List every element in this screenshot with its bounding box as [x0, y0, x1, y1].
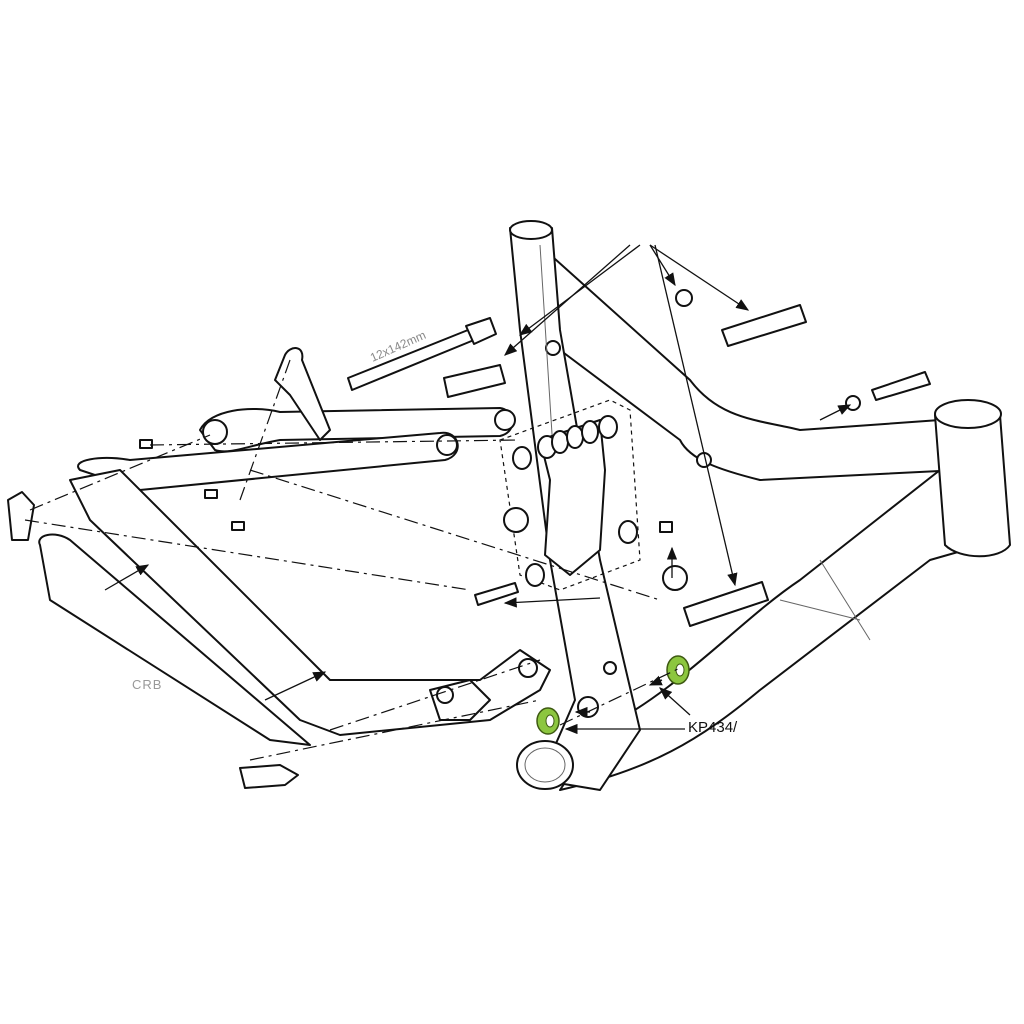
dropout-guard [239, 764, 299, 789]
rear-triangle [7, 347, 551, 789]
small-bolt [474, 582, 519, 606]
shock-bolt-lower [683, 581, 769, 627]
head-tube-top [934, 399, 1002, 429]
chainstay-protector [38, 533, 311, 746]
rear-triangle-tag-label: CRB [132, 677, 163, 692]
arrows [104, 244, 852, 735]
part-number-label: KP434/ [688, 719, 738, 736]
highlighted-bushings [536, 655, 690, 735]
rocker-link-group [499, 399, 688, 591]
pivot-axle [443, 364, 506, 398]
chainstay [69, 469, 551, 736]
seat-tube-top [509, 220, 553, 240]
headset-bolt [871, 371, 931, 401]
hardware [139, 289, 931, 627]
upper-stay [77, 431, 459, 491]
shock-bolt-upper [721, 304, 807, 347]
head-tube [934, 414, 1011, 558]
derailleur-hanger [7, 491, 35, 541]
brake-mount [274, 347, 331, 441]
top-tube [544, 249, 961, 481]
